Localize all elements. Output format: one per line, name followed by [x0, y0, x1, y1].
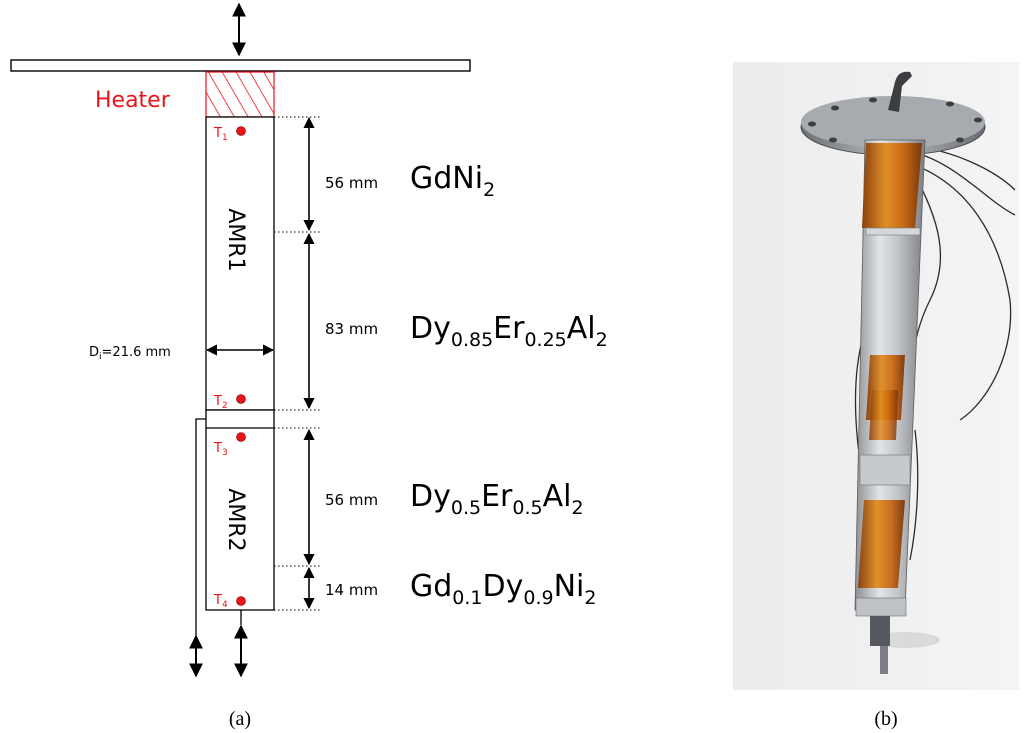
amr2-label: AMR2: [223, 488, 248, 551]
svg-text:T2: T2: [213, 394, 228, 411]
material-part: 2: [571, 497, 583, 519]
heater-label: Heater: [95, 88, 171, 113]
inlet-tube: [888, 71, 912, 112]
svg-text:T3: T3: [213, 441, 228, 458]
material-layer-3: Dy0.5Er0.5Al2: [410, 479, 584, 519]
kapton-tape-top: [862, 143, 922, 228]
length-layer-3: 56 mm: [325, 491, 378, 509]
amr2-bed: [205, 409, 275, 611]
material-part: 2: [596, 329, 608, 351]
collar-3: [855, 597, 907, 617]
material-part: Al: [543, 479, 572, 514]
diameter-label: Di=21.6 mm: [89, 345, 171, 362]
material-layer-4: Gd0.1Dy0.9Ni2: [410, 569, 596, 609]
svg-text:T1: T1: [213, 126, 228, 143]
kapton-tape-lower: [858, 500, 905, 588]
top-plate: [10, 59, 471, 72]
heater-block: [205, 71, 275, 118]
material-part: Al: [567, 311, 596, 346]
material-part: Dy: [483, 569, 524, 604]
amr1-label: AMR1: [223, 208, 248, 271]
kapton-tape-middle-2: [869, 390, 898, 440]
panel-a-schematic: Heater AMR1 AMR2 T1 T2 T3 T4: [10, 2, 608, 730]
material-part: Dy: [410, 479, 451, 514]
dimension-guides: [274, 116, 320, 611]
bypass-line: [195, 418, 206, 645]
material-part: 0.1: [452, 587, 482, 609]
sensor-t4: T4: [213, 593, 246, 610]
material-part: 2: [584, 587, 596, 609]
flange-bolt-holes: [808, 97, 982, 143]
material-part: Er: [493, 311, 525, 346]
flange-top-face: [801, 96, 985, 148]
length-layer-4: 14 mm: [325, 581, 378, 599]
material-part: 0.9: [523, 587, 553, 609]
material-part: 0.85: [451, 329, 493, 351]
bottom-fitting: [870, 616, 890, 646]
sensor-t3: T3: [213, 432, 246, 458]
material-part: Dy: [410, 311, 451, 346]
sensor-t2: T2: [213, 394, 246, 411]
material-part: Gd: [410, 569, 452, 604]
material-part: 0.5: [451, 497, 481, 519]
panel-b-photo: (b): [733, 62, 1019, 730]
sensor-t1: T1: [213, 126, 246, 143]
material-part: 0.25: [524, 329, 566, 351]
material-part: 0.5: [512, 497, 542, 519]
length-layer-2: 83 mm: [325, 320, 378, 338]
material-layer-2: Dy0.85Er0.25Al2: [410, 311, 608, 351]
material-part: Er: [481, 479, 513, 514]
panel-a-label: (a): [229, 708, 251, 730]
material-part: Ni: [554, 569, 585, 604]
svg-text:T4: T4: [213, 593, 228, 610]
collar-1: [865, 227, 921, 236]
length-layer-1: 56 mm: [325, 174, 378, 192]
material-layer-1: GdNi2: [410, 161, 495, 201]
material-part: 2: [483, 179, 495, 201]
collar-2: [859, 454, 911, 486]
panel-b-label: (b): [874, 708, 897, 730]
bottom-rod: [880, 646, 888, 674]
material-part: GdNi: [410, 161, 483, 196]
